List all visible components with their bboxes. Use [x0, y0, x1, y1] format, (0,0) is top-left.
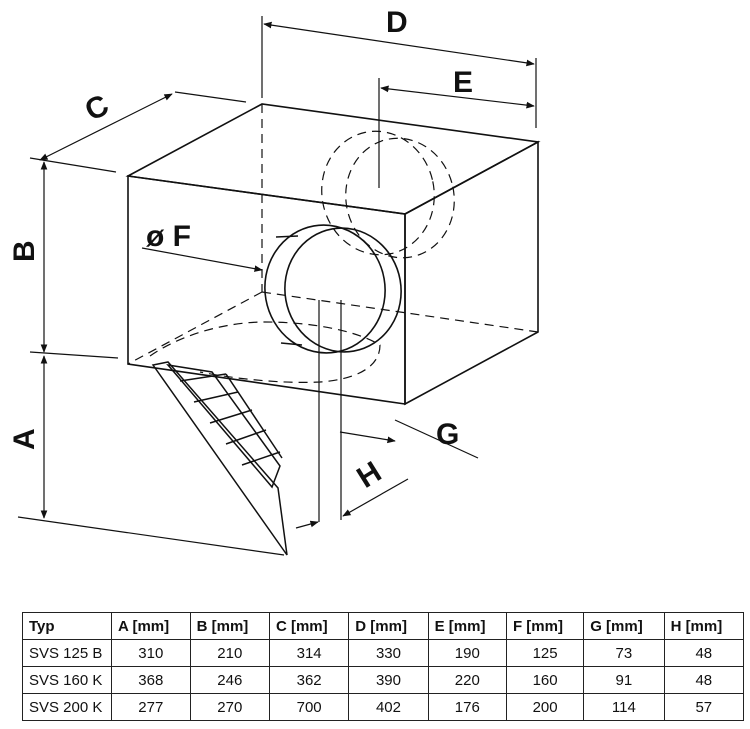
fan-flap	[151, 361, 288, 556]
cell: 190	[427, 639, 507, 667]
label-e: E	[453, 66, 473, 99]
header-f: F [mm]	[505, 612, 585, 640]
cell: 48	[663, 639, 745, 667]
table-row: SVS 200 K 277 270 700 402 176 200 114 57	[22, 693, 745, 721]
dimensions-table: Typ A [mm] B [mm] C [mm] D [mm] E [mm] F…	[22, 612, 745, 721]
header-a: A [mm]	[111, 612, 191, 640]
cell: 310	[111, 639, 191, 667]
cell: 390	[348, 666, 429, 694]
cell: 48	[663, 666, 745, 694]
box-body	[125, 103, 541, 406]
cell: 91	[583, 666, 665, 694]
cell-typ: SVS 125 B	[22, 639, 112, 667]
cell: 246	[189, 666, 270, 694]
dimension-lines	[17, 16, 537, 556]
label-c: C	[80, 88, 114, 127]
header-h: H [mm]	[663, 612, 745, 640]
label-b: B	[8, 240, 41, 262]
header-g: G [mm]	[583, 612, 665, 640]
cell: 270	[189, 693, 270, 721]
label-g: G	[436, 418, 459, 451]
table-row: SVS 125 B 310 210 314 330 190 125 73 48	[22, 639, 745, 667]
cell: 330	[348, 639, 429, 667]
cell-typ: SVS 200 K	[22, 693, 112, 721]
cell-typ: SVS 160 K	[22, 666, 112, 694]
header-b: B [mm]	[189, 612, 270, 640]
cell: 277	[111, 693, 191, 721]
label-h: H	[351, 455, 387, 494]
cell: 73	[583, 639, 665, 667]
header-c: C [mm]	[268, 612, 350, 640]
cell: 114	[583, 693, 665, 721]
cell: 125	[505, 639, 585, 667]
header-e: E [mm]	[427, 612, 507, 640]
label-d: D	[386, 6, 408, 39]
cell: 402	[348, 693, 429, 721]
cell: 176	[427, 693, 507, 721]
hidden-edges	[127, 104, 539, 383]
cell: 220	[427, 666, 507, 694]
table-header-row: Typ A [mm] B [mm] C [mm] D [mm] E [mm] F…	[22, 612, 745, 640]
header-typ: Typ	[22, 612, 112, 640]
header-d: D [mm]	[348, 612, 429, 640]
front-spigot	[264, 224, 402, 354]
cell: 314	[268, 639, 350, 667]
label-a: A	[8, 428, 41, 450]
cell: 160	[505, 666, 585, 694]
technical-drawing: D E C B A ø F G H	[8, 6, 541, 556]
cell: 200	[505, 693, 585, 721]
cell: 362	[268, 666, 350, 694]
label-f: ø F	[146, 220, 191, 253]
cell: 700	[268, 693, 350, 721]
table-row: SVS 160 K 368 246 362 390 220 160 91 48	[22, 666, 745, 694]
cell: 368	[111, 666, 191, 694]
cell: 57	[663, 693, 745, 721]
cell: 210	[189, 639, 270, 667]
